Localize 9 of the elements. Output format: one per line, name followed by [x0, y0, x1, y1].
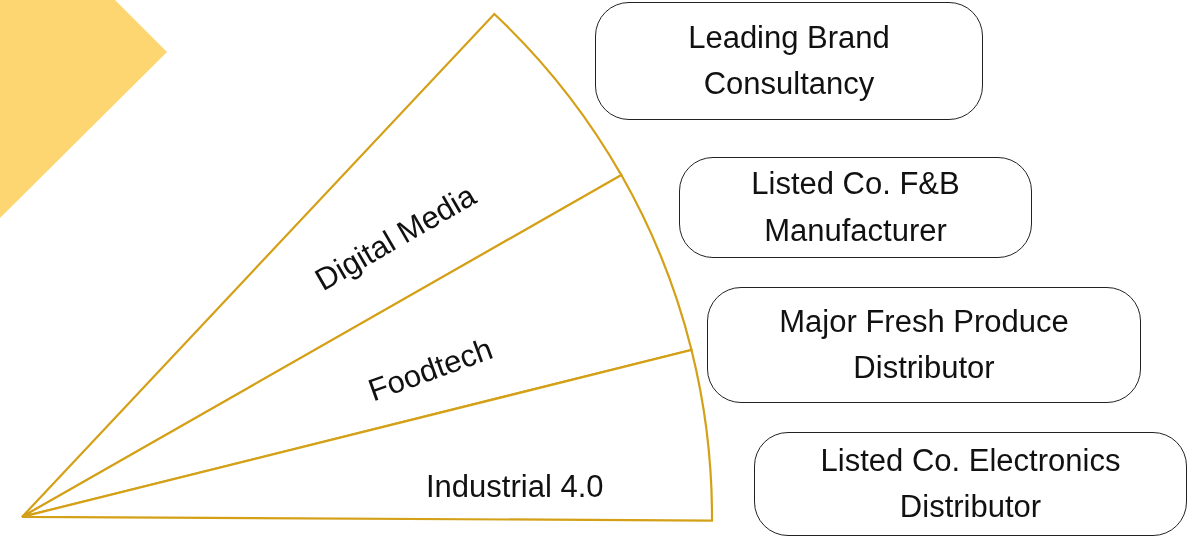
box-label: Listed Co. F&B Manufacturer — [750, 165, 961, 250]
rounded-box — [754, 432, 1187, 536]
sector-label: Industrial 4.0 — [426, 469, 604, 505]
rounded-box — [679, 157, 1032, 258]
box-label: Listed Co. Electronics Distributor — [819, 441, 1122, 526]
box-label: Leading Brand Consultancy — [687, 18, 891, 103]
rounded-box — [595, 2, 983, 120]
box-label: Major Fresh Produce Distributor — [778, 302, 1070, 387]
rounded-box — [707, 287, 1141, 403]
